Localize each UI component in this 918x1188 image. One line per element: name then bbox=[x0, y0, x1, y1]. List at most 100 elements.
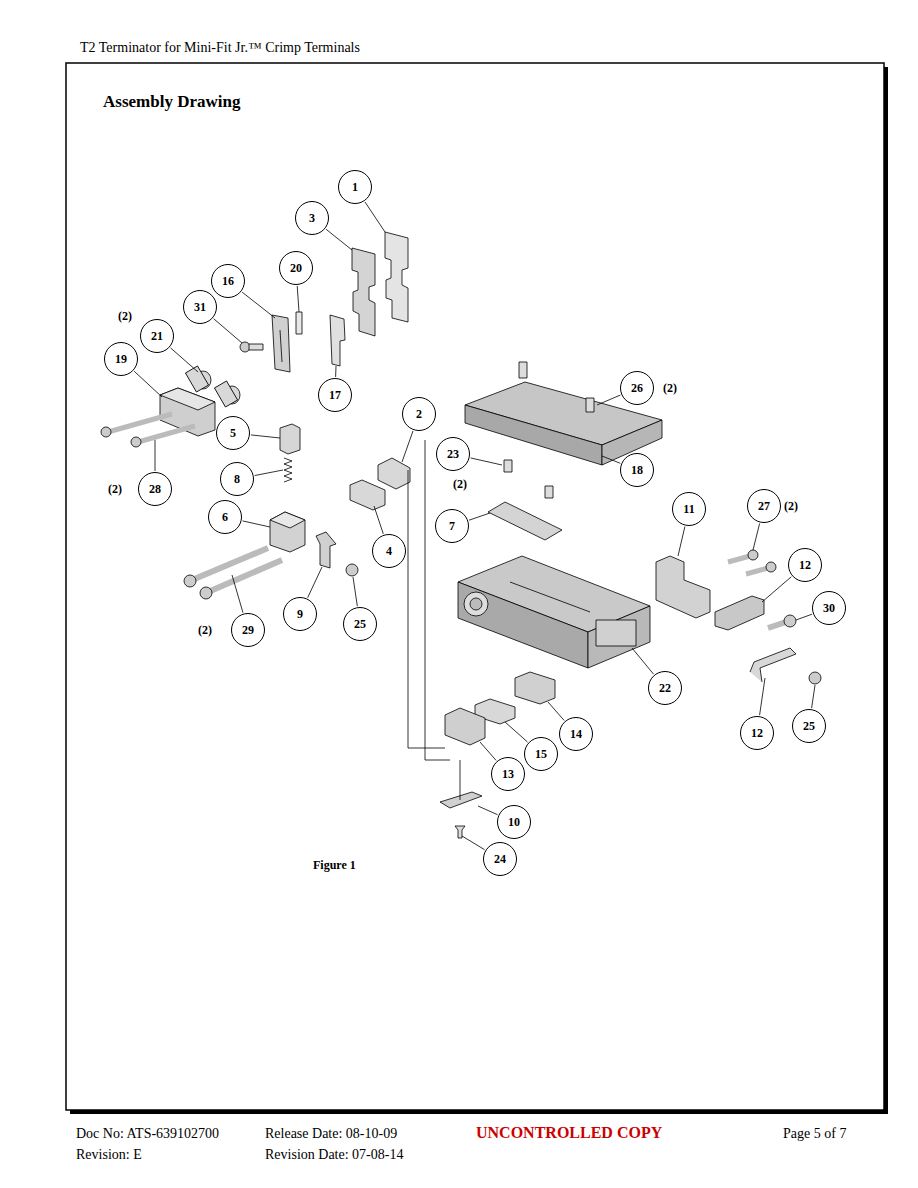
callout-number: 8 bbox=[234, 472, 240, 487]
leader-line bbox=[214, 319, 242, 343]
callout-number: 16 bbox=[222, 274, 234, 289]
leader-line bbox=[335, 366, 336, 377]
leader-line bbox=[242, 292, 275, 318]
rail-part bbox=[488, 502, 562, 540]
callout-number: 13 bbox=[502, 767, 514, 782]
callout-circle: 25 bbox=[792, 709, 826, 743]
leader-line bbox=[243, 521, 270, 527]
leader-line bbox=[251, 435, 280, 438]
watermark-text: UNCONTROLLED COPY bbox=[476, 1124, 662, 1142]
quantity-note: (2) bbox=[453, 477, 467, 492]
leader-line bbox=[796, 614, 812, 620]
callout-number: 25 bbox=[354, 617, 366, 632]
callout-number: 12 bbox=[799, 558, 811, 573]
callout-circle: 20 bbox=[279, 251, 313, 285]
callout-circle: 12 bbox=[740, 716, 774, 750]
leader-line bbox=[505, 722, 528, 742]
callout-number: 9 bbox=[297, 607, 303, 622]
callout-number: 26 bbox=[631, 381, 643, 396]
screw-part bbox=[504, 460, 512, 472]
callout-circle: 10 bbox=[497, 805, 531, 839]
leader-line bbox=[812, 685, 815, 708]
leader-line bbox=[308, 567, 322, 598]
callout-number: 19 bbox=[115, 352, 127, 367]
callout-number: 12 bbox=[751, 726, 763, 741]
callout-circle: 30 bbox=[812, 591, 846, 625]
callout-circle: 28 bbox=[138, 472, 172, 506]
callout-circle: 19 bbox=[104, 342, 138, 376]
block-part bbox=[515, 672, 555, 704]
leader-line bbox=[365, 202, 385, 232]
footer-text: Revision: E bbox=[76, 1147, 142, 1163]
callout-number: 3 bbox=[309, 211, 315, 226]
callout-number: 11 bbox=[683, 502, 694, 517]
leader-line bbox=[297, 286, 299, 312]
pin-part bbox=[296, 312, 302, 334]
leader-line bbox=[232, 575, 243, 613]
callout-circle: 29 bbox=[231, 613, 265, 647]
screw-part bbox=[108, 414, 172, 432]
footer-text: Doc No: ATS-639102700 bbox=[76, 1126, 219, 1142]
screw-part bbox=[768, 622, 786, 628]
callout-circle: 15 bbox=[524, 737, 558, 771]
leader-line bbox=[255, 470, 283, 476]
footer-text: Release Date: 08-10-09 bbox=[265, 1126, 397, 1142]
callout-number: 23 bbox=[447, 447, 459, 462]
page-frame bbox=[66, 63, 884, 1110]
leader-line bbox=[353, 577, 357, 606]
leader-line bbox=[678, 527, 685, 556]
callout-circle: 1 bbox=[338, 170, 372, 204]
callout-circle: 22 bbox=[648, 671, 682, 705]
callout-circle: 14 bbox=[559, 717, 593, 751]
callout-circle: 7 bbox=[435, 509, 469, 543]
callout-number: 29 bbox=[242, 623, 254, 638]
bar-part bbox=[272, 315, 290, 372]
callout-circle: 23 bbox=[436, 437, 470, 471]
drawing-title: Assembly Drawing bbox=[103, 92, 240, 112]
footer-text: Revision Date: 07-08-14 bbox=[265, 1147, 403, 1163]
screw-part bbox=[240, 342, 250, 352]
screw-part bbox=[346, 564, 358, 576]
callout-number: 2 bbox=[416, 407, 422, 422]
quantity-note: (2) bbox=[118, 309, 132, 324]
callout-circle: 4 bbox=[372, 534, 406, 568]
leader-line bbox=[760, 678, 765, 715]
callout-circle: 27 bbox=[747, 489, 781, 523]
callout-number: 31 bbox=[194, 300, 206, 315]
callout-circle: 16 bbox=[211, 264, 245, 298]
leader-line bbox=[753, 523, 760, 550]
callout-circle: 5 bbox=[216, 416, 250, 450]
callout-number: 21 bbox=[151, 329, 163, 344]
callout-number: 7 bbox=[449, 519, 455, 534]
leader-line bbox=[478, 806, 498, 815]
callout-circle: 9 bbox=[283, 597, 317, 631]
strip-part bbox=[440, 792, 482, 808]
screw-part bbox=[519, 362, 527, 378]
leader-line bbox=[602, 456, 620, 463]
leader-line bbox=[471, 458, 502, 465]
callout-number: 1 bbox=[352, 180, 358, 195]
leader-line bbox=[632, 648, 654, 674]
callout-number: 24 bbox=[494, 852, 506, 867]
callout-number: 17 bbox=[329, 388, 341, 403]
callout-circle: 8 bbox=[220, 462, 254, 496]
bracket-part bbox=[656, 556, 710, 618]
block-part bbox=[350, 480, 385, 510]
figure-caption: Figure 1 bbox=[313, 858, 356, 873]
callout-circle: 24 bbox=[483, 842, 517, 876]
block-part bbox=[378, 458, 410, 489]
block-part bbox=[280, 424, 300, 454]
leader-line bbox=[155, 440, 156, 471]
callout-number: 5 bbox=[230, 426, 236, 441]
guide-line bbox=[408, 470, 409, 748]
spring-part bbox=[284, 458, 292, 482]
callout-number: 18 bbox=[631, 463, 643, 478]
callout-number: 14 bbox=[570, 727, 582, 742]
quantity-note: (2) bbox=[108, 482, 122, 497]
callout-circle: 17 bbox=[318, 378, 352, 412]
leader-line bbox=[597, 395, 620, 405]
screw-part bbox=[455, 826, 465, 838]
callout-number: 4 bbox=[386, 544, 392, 559]
